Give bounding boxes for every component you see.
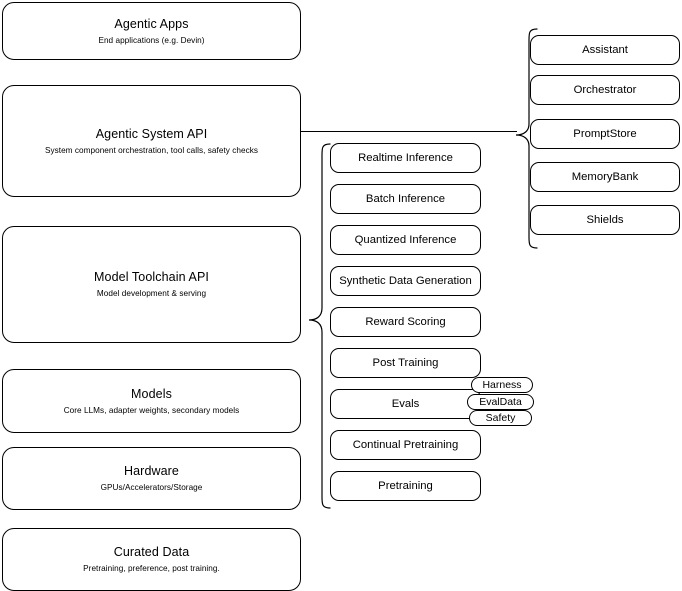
- capability-synthetic-data-generation[interactable]: Synthetic Data Generation: [330, 266, 481, 296]
- capability-pretraining[interactable]: Pretraining: [330, 471, 481, 501]
- capability-label: Post Training: [372, 357, 439, 369]
- capability-label: Batch Inference: [365, 193, 446, 205]
- layer-subtitle: System component orchestration, tool cal…: [44, 145, 259, 155]
- layer-title: Curated Data: [113, 545, 190, 559]
- capability-post-training[interactable]: Post Training: [330, 348, 481, 378]
- connector-line-system-api: [301, 131, 517, 132]
- capability-quantized-inference[interactable]: Quantized Inference: [330, 225, 481, 255]
- capability-realtime-inference[interactable]: Realtime Inference: [330, 143, 481, 173]
- layer-subtitle: Pretraining, preference, post training.: [83, 564, 220, 573]
- capability-evals[interactable]: Evals: [330, 389, 481, 419]
- layer-title: Hardware: [124, 464, 179, 478]
- system-component-label: MemoryBank: [571, 171, 639, 183]
- system-component-label: PromptStore: [573, 128, 637, 140]
- layer-title: Agentic Apps: [114, 16, 189, 31]
- evals-pill-harness[interactable]: Harness: [471, 377, 533, 393]
- layer-models[interactable]: Models Core LLMs, adapter weights, secon…: [2, 369, 301, 433]
- evals-pill-label: Safety: [485, 412, 516, 424]
- layer-subtitle: GPUs/Accelerators/Storage: [100, 483, 203, 492]
- capability-label: Reward Scoring: [365, 316, 446, 328]
- capability-label: Pretraining: [378, 480, 433, 492]
- capability-reward-scoring[interactable]: Reward Scoring: [330, 307, 481, 337]
- layer-title: Agentic System API: [95, 126, 208, 141]
- evals-pill-evaldata[interactable]: EvalData: [467, 394, 534, 410]
- layer-subtitle: Core LLMs, adapter weights, secondary mo…: [63, 405, 240, 415]
- system-component-label: Orchestrator: [573, 84, 637, 96]
- layer-subtitle: End applications (e.g. Devin): [98, 35, 205, 45]
- capability-label: Quantized Inference: [354, 234, 457, 246]
- capability-label: Continual Pretraining: [352, 439, 459, 451]
- system-component-label: Assistant: [582, 44, 628, 56]
- layer-title: Model Toolchain API: [94, 270, 209, 284]
- system-component-promptstore[interactable]: PromptStore: [530, 119, 680, 149]
- layer-title: Models: [131, 386, 172, 401]
- layer-agentic-apps[interactable]: Agentic Apps End applications (e.g. Devi…: [2, 2, 301, 60]
- capability-label: Realtime Inference: [358, 152, 453, 164]
- system-component-label: Shields: [586, 214, 624, 226]
- layer-curated-data[interactable]: Curated Data Pretraining, preference, po…: [2, 528, 301, 591]
- capability-label: Evals: [391, 398, 420, 410]
- layer-subtitle: Model development & serving: [96, 289, 207, 298]
- system-component-orchestrator[interactable]: Orchestrator: [530, 75, 680, 105]
- evals-pill-label: EvalData: [479, 396, 522, 408]
- system-component-shields[interactable]: Shields: [530, 205, 680, 235]
- evals-pill-label: Harness: [482, 379, 522, 391]
- capability-label: Synthetic Data Generation: [339, 275, 472, 287]
- layer-model-toolchain-api[interactable]: Model Toolchain API Model development & …: [2, 226, 301, 343]
- layer-hardware[interactable]: Hardware GPUs/Accelerators/Storage: [2, 447, 301, 510]
- capability-continual-pretraining[interactable]: Continual Pretraining: [330, 430, 481, 460]
- system-component-memorybank[interactable]: MemoryBank: [530, 162, 680, 192]
- system-component-assistant[interactable]: Assistant: [530, 35, 680, 65]
- brace-system-components: [515, 28, 539, 249]
- brace-toolchain-capabilities: [308, 143, 332, 509]
- capability-batch-inference[interactable]: Batch Inference: [330, 184, 481, 214]
- evals-pill-safety[interactable]: Safety: [469, 410, 532, 426]
- layer-agentic-system-api[interactable]: Agentic System API System component orch…: [2, 85, 301, 197]
